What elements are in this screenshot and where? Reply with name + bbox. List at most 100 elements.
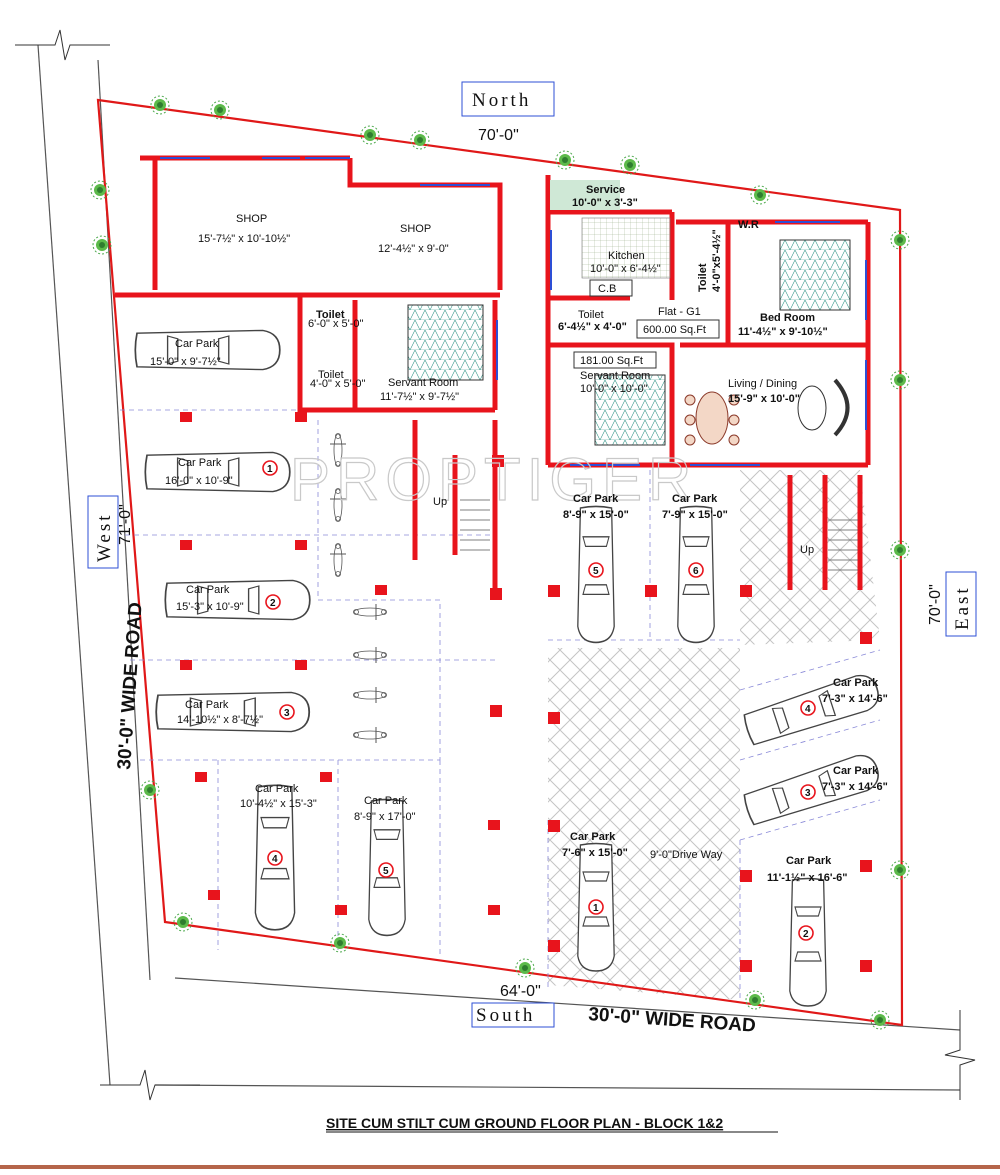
bed-bedroom [779, 239, 851, 311]
east-dimension: 70'-0" [927, 584, 944, 625]
bed-servant-room-1 [407, 304, 484, 381]
shop1-size: 15'-7½" x 10'-10½" [198, 233, 290, 245]
windows-block-2 [550, 221, 867, 466]
servant-room-1-name: Servant Room [388, 377, 458, 389]
car-park-w1: Car Park 16'-0" x 10'-9" 1 [165, 457, 278, 487]
bike-7 [353, 726, 387, 744]
car-park-number: 3 [284, 708, 290, 719]
kitchen-floor [581, 217, 671, 279]
toilet-d-size: 6'-4½" x 4'-0" [558, 321, 627, 333]
west-road-edge [37, 44, 111, 1086]
toilet-c-label: Toilet [697, 263, 709, 292]
south-dimension: 64'-0" [500, 983, 541, 1000]
cb-box [589, 279, 633, 297]
west-label-box [87, 495, 119, 569]
cb-label: C.B [598, 283, 616, 295]
toilet-a-name: Toilet [316, 309, 345, 321]
toilet-d-name: Toilet [578, 309, 604, 321]
north-label-box [461, 81, 555, 117]
car-park-size: 11'-1½" x 16'-6" [767, 872, 848, 884]
car-park-number: 2 [270, 598, 276, 609]
windows-block-1 [160, 157, 498, 380]
servant-room-1-size: 11'-7½" x 9'-7½" [380, 391, 459, 403]
car-park-s5: Car Park 8'-9" x 17'-0" 5 [354, 795, 416, 878]
car-park-size: 16'-0" x 10'-9" [165, 475, 233, 487]
car-park-number: 6 [693, 566, 699, 577]
car-park-name: Car Park [255, 783, 299, 795]
kitchen-size: 10'-0" x 6'-4½" [590, 263, 661, 275]
car-park-e5: Car Park 8'-9" x 15'-0" 5 [563, 493, 629, 578]
car-park-name: Car Park [364, 795, 408, 807]
break-mark-bottom [100, 1069, 200, 1101]
servant-room-2-size: 10'-0" x 10'-0" [580, 383, 648, 395]
toilet-a-size: 6'-0" x 5'-0" [308, 318, 364, 330]
plan-title: SITE CUM STILT CUM GROUND FLOOR PLAN - B… [326, 1115, 723, 1131]
service-name: Service [586, 184, 625, 196]
car-park-name: Car Park [175, 338, 219, 350]
car-park-name: Car Park [570, 831, 616, 843]
paved-driveway [548, 648, 740, 1000]
south-road-label: 30'-0" WIDE ROAD [588, 1004, 757, 1037]
car-park-name: Car Park [786, 855, 832, 867]
car-park-name: Car Park [185, 699, 229, 711]
car-park-number: 1 [593, 903, 599, 914]
toilet-b-name: Toilet [318, 369, 344, 381]
car-park-e2: Car Park 11'-1½" x 16'-6" 2 [767, 855, 848, 941]
stairs-right-up: Up [800, 544, 814, 556]
toilet-c-name: Toilet [697, 263, 709, 292]
break-mark-top [15, 29, 110, 61]
car-park-w3: Car Park 14'-10½" x 8'-7½" 3 [177, 699, 295, 726]
car-park-number: 5 [593, 566, 599, 577]
sofa-table [797, 385, 827, 431]
car-park-number: 4 [805, 704, 811, 715]
bike-4 [353, 603, 387, 621]
car-park-number: 3 [805, 788, 811, 799]
car-park-number: 5 [383, 866, 389, 877]
dining-chairs [684, 394, 740, 446]
car-park-number-badge [265, 594, 281, 610]
car-park-size: 8'-9" x 17'-0" [354, 811, 416, 823]
west-road-label: 30'-0" WIDE ROAD [114, 602, 147, 771]
east-label: East [952, 585, 973, 630]
north-dimension: 70'-0" [478, 127, 519, 144]
car-park-size: 7'-3" x 14'-6" [822, 781, 888, 793]
shop2-size: 12'-4½" x 9'-0" [378, 243, 449, 255]
sofa [833, 378, 850, 437]
shop2-name: SHOP [400, 223, 431, 235]
south-label: South [476, 1005, 535, 1026]
walls-block-2 [545, 175, 871, 590]
car-park-size: 14'-10½" x 8'-7½" [177, 714, 263, 726]
bedroom-size: 11'-4½" x 9'-10½" [738, 326, 828, 338]
car-park-size: 15'-0" x 9'-7½" [150, 356, 221, 368]
service-size: 10'-0" x 3'-3" [572, 197, 638, 209]
bike-6 [353, 686, 387, 704]
car-park-number-badge [588, 899, 604, 915]
car-park-e4: Car Park 7'-3" x 14'-6" 4 [800, 677, 888, 716]
bedroom-name: Bed Room [760, 312, 815, 324]
west-dimension: 71'-0" [117, 504, 134, 545]
east-label-box [945, 571, 977, 637]
bike-5 [353, 646, 387, 664]
car-park-name: Car Park [178, 457, 222, 469]
car-park-number-badge [588, 562, 604, 578]
car-park-number: 2 [803, 929, 809, 940]
servant-room-2-area-box [573, 351, 657, 369]
car-park-name: Car Park [833, 765, 879, 777]
bed-servant-room-2 [594, 374, 666, 446]
car-park-w0: Car Park 15'-0" x 9'-7½" [150, 338, 221, 368]
car-park-number-badge [800, 784, 816, 800]
watermark: PROPTIGER [290, 446, 697, 513]
car-park-name: Car Park [672, 493, 718, 505]
toilet-c-size: 4'-0"x5'-4½" [711, 229, 723, 292]
paved-entrance [740, 470, 880, 645]
service-area [550, 180, 620, 210]
site-boundary [96, 98, 904, 1027]
car-e2-shape [789, 877, 827, 1007]
columns [180, 412, 872, 972]
car-park-size: 8'-9" x 15'-0" [563, 509, 629, 521]
car-park-e3: Car Park 7'-3" x 14'-6" 3 [800, 765, 888, 800]
car-park-name: Car Park [186, 584, 230, 596]
bottom-border [0, 1165, 1000, 1169]
car-park-name: Car Park [833, 677, 879, 689]
